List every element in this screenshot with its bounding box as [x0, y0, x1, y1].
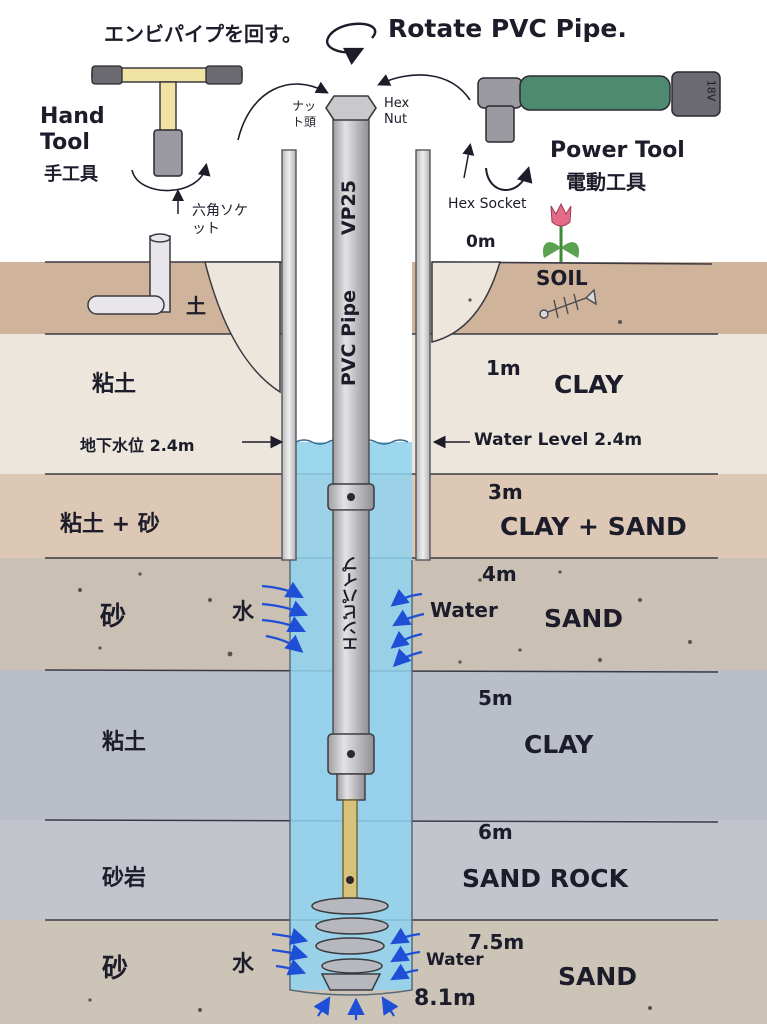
layer-label-soil: SOIL: [536, 266, 588, 290]
depth-bottom: 8.1m: [414, 986, 476, 1011]
tulip-icon: [542, 202, 580, 262]
power-tool-icon: [477, 71, 721, 143]
pvc-pipe-label-jp: エンビパイプ: [342, 556, 361, 652]
coupling-bolt: [347, 493, 355, 501]
depth-0m: 0m: [466, 232, 496, 252]
layer-label-clay-sand-jp: 粘土 + 砂: [60, 512, 160, 537]
auger-bit: [311, 897, 389, 991]
layer-label-sand-bottom-jp: 砂: [102, 954, 129, 984]
nut-head-jp-label: ナット頭: [292, 99, 317, 129]
power-tool-label-jp: 電動工具: [566, 170, 646, 194]
layer-label-clay-deep-jp: 粘土: [102, 730, 147, 755]
nut-pointer-right: [377, 74, 471, 101]
surface-pit-right: [431, 261, 502, 343]
depth-5m: 5m: [478, 686, 513, 710]
auger-rod: [342, 799, 358, 911]
depth-6m: 6m: [478, 820, 513, 844]
depth-7-5m: 7.5m: [468, 930, 525, 954]
layer-label-clay-deep: CLAY: [524, 730, 594, 759]
sand-speckles: [78, 298, 692, 1012]
water-label-en-lower: Water: [426, 950, 484, 970]
water-arrows-upper-right: [390, 588, 425, 668]
pvc-pipe-label: PVC Pipe: [338, 290, 360, 387]
power-tool-rotate-arrow: [485, 166, 533, 191]
layer-label-sand: SAND: [544, 604, 624, 633]
hand-tool-label-jp: 手工具: [44, 164, 98, 185]
layer-label-clay-sand: CLAY + SAND: [500, 512, 687, 541]
pvc-pipe-upper: [332, 117, 370, 487]
bore-hole-walls: [289, 560, 413, 996]
fish-bone-icon: [539, 288, 597, 319]
depth-1m: 1m: [486, 356, 521, 380]
casing-left: [281, 149, 297, 561]
water-arrows-upper-left: [261, 581, 309, 653]
casing-right: [415, 149, 431, 561]
pvc-pipe-spec: VP25: [338, 180, 360, 236]
pvc-pipe-lower: [332, 509, 370, 737]
layer-label-sand-rock: SAND ROCK: [462, 864, 628, 893]
surface-pvc-elbow: [87, 233, 171, 315]
hex-nut: [325, 95, 377, 121]
surface-pit: [204, 261, 281, 394]
hex-nut-en-label: Hex Nut: [384, 96, 410, 127]
title-en: Rotate PVC Pipe.: [388, 14, 627, 43]
hand-tool-label-en: Hand Tool: [40, 104, 105, 155]
surface-marker: 土: [186, 294, 206, 318]
water-label-en-upper: Water: [430, 598, 498, 622]
layer-label-sand-rock-jp: 砂岩: [102, 866, 147, 891]
hex-socket-en-label: Hex Socket: [448, 196, 527, 212]
hand-tool-rotate-arrow: [131, 162, 211, 192]
rotate-arrow-icon: [325, 22, 377, 66]
coupling-bolt: [347, 750, 355, 758]
title-jp: エンビパイプを回す。: [104, 22, 302, 46]
water-level-jp: 地下水位 2.4m: [80, 436, 195, 455]
layer-label-sand-jp: 砂: [100, 602, 127, 632]
hex-socket-en-pointer: [462, 143, 475, 179]
water-arrows-lower-right: [390, 927, 421, 981]
power-tool-label-en: Power Tool: [550, 138, 685, 163]
hand-tool-icon: [91, 65, 243, 177]
nut-pointer-left: [237, 81, 329, 141]
depth-4m: 4m: [482, 562, 517, 586]
water-arrows-bottom: [313, 996, 399, 1020]
auger-pin: [346, 876, 354, 884]
water-arrows-lower-left: [271, 927, 309, 976]
water-level-en: Water Level 2.4m: [474, 430, 643, 450]
layer-label-sand-bottom: SAND: [558, 962, 638, 991]
layer-label-clay: CLAY: [554, 370, 624, 399]
water-label-jp-lower: 水: [232, 952, 255, 977]
water-label-jp-upper: 水: [232, 600, 255, 625]
depth-3m: 3m: [488, 480, 523, 504]
battery-label: 18V: [704, 79, 718, 102]
hex-socket-jp-label: 六角ソケット: [192, 203, 248, 237]
pipe-reducer: [336, 773, 366, 801]
layer-label-clay-jp: 粘土: [92, 372, 137, 397]
